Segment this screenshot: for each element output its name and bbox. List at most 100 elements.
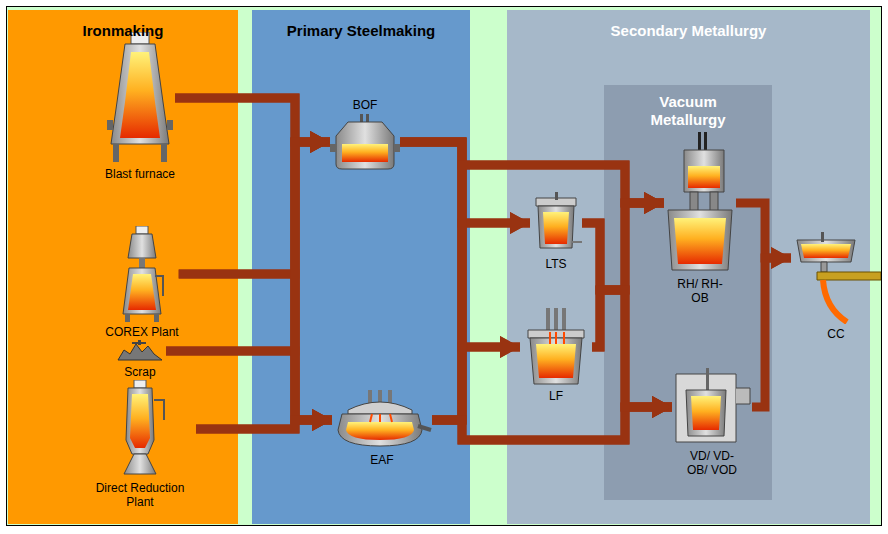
flow-arrow	[179, 274, 332, 420]
equipment-node: Blast furnace	[105, 32, 175, 181]
equipment-label: CC	[827, 327, 844, 341]
icon-part	[538, 206, 574, 248]
icon-part	[161, 144, 167, 162]
icon-part	[139, 258, 145, 268]
flow-arrow	[400, 142, 664, 203]
icon-part	[330, 144, 336, 152]
icon-part	[136, 226, 148, 234]
icon-part	[120, 52, 160, 138]
icon-part	[821, 232, 824, 242]
icon-part	[124, 454, 156, 474]
band-heading: Vacuum Metallurgy	[633, 93, 743, 129]
equipment-node: BOF	[330, 98, 400, 170]
icon-part	[118, 344, 162, 360]
icon-part	[823, 280, 847, 322]
stage-band: Secondary MetallurgyLTSLFVacuum Metallur…	[507, 10, 870, 524]
icon-part	[562, 308, 566, 332]
icon-part	[107, 120, 113, 130]
flow-arrow	[166, 351, 332, 420]
icon-part	[128, 234, 156, 258]
icon-part	[550, 332, 564, 344]
icon-part	[536, 344, 576, 378]
icon-part	[706, 368, 709, 390]
icon-part	[543, 212, 569, 244]
icon-part	[336, 122, 394, 169]
icon-part	[817, 272, 881, 280]
flow-arrow	[175, 98, 332, 420]
equipment-node: EAF	[332, 390, 432, 467]
equipment-icon	[520, 308, 592, 386]
stage-band: Primary SteelmakingBOF EAF	[252, 10, 470, 524]
flow-arrow	[175, 98, 330, 142]
icon-part	[801, 244, 851, 258]
icon-part	[555, 192, 558, 200]
equipment-label: LF	[549, 389, 563, 403]
icon-part	[686, 390, 726, 436]
band-heading: Primary Steelmaking	[252, 22, 470, 40]
icon-part	[704, 132, 707, 152]
flow-arrow	[432, 165, 664, 420]
equipment-icon	[112, 380, 168, 478]
icon-part	[370, 414, 392, 422]
stage-band: Vacuum MetallurgyRH/ RH-OB VD/ VD-OB/ VOD	[604, 85, 772, 500]
equipment-icon	[530, 192, 582, 254]
equipment-label: VD/ VD-OB/ VOD	[686, 449, 738, 477]
equipment-label: Scrap	[124, 365, 155, 379]
equipment-label: RH/ RH-OB	[674, 277, 726, 305]
flow-arrow	[736, 203, 791, 258]
flow-arrow	[400, 142, 530, 223]
flow-arrow	[432, 407, 672, 440]
equipment-label: EAF	[370, 453, 393, 467]
icon-part	[688, 166, 720, 188]
icon-part	[418, 426, 431, 430]
icon-part	[134, 380, 146, 388]
flow-arrow	[432, 223, 530, 420]
flow-arrow	[752, 258, 791, 407]
icon-part	[123, 268, 161, 314]
equipment-label: Blast furnace	[105, 167, 175, 181]
icon-part	[128, 274, 156, 310]
icon-part	[154, 400, 164, 420]
icon-part	[348, 402, 412, 414]
flow-arrow	[196, 142, 330, 429]
equipment-label: BOF	[353, 98, 378, 112]
equipment-icon	[330, 114, 400, 170]
flow-arrow	[179, 142, 330, 274]
icon-part	[131, 32, 149, 44]
flow-arrow	[582, 203, 664, 290]
flow-arrow	[400, 142, 672, 440]
icon-part	[797, 240, 855, 262]
icon-part	[125, 314, 130, 322]
equipment-node: Direct Reduction Plant	[84, 380, 196, 509]
icon-part	[684, 150, 724, 192]
icon-part	[530, 338, 582, 384]
flow-arrow	[592, 290, 672, 407]
icon-part	[155, 276, 163, 296]
flow-arrow	[400, 142, 520, 347]
equipment-icon	[332, 390, 432, 450]
icon-part	[167, 120, 173, 130]
icon-part	[113, 144, 119, 162]
equipment-node: RH/ RH-OB	[664, 132, 736, 305]
icon-part	[674, 218, 726, 264]
equipment-node: CC	[791, 232, 881, 341]
flow-arrow	[166, 142, 330, 351]
equipment-icon	[791, 232, 881, 324]
icon-part	[691, 396, 721, 430]
flow-arrow	[582, 223, 672, 407]
equipment-node: LTS	[530, 192, 582, 271]
icon-part	[346, 422, 414, 440]
equipment-node: VD/ VD-OB/ VOD	[672, 368, 752, 477]
equipment-label: LTS	[545, 257, 566, 271]
icon-part	[554, 308, 558, 332]
icon-part	[154, 314, 159, 322]
equipment-label: COREX Plant	[105, 325, 178, 339]
equipment-icon	[105, 32, 175, 164]
stage-band: IronmakingBlast furnaceCOREX PlantScrapD…	[8, 10, 238, 524]
equipment-icon	[119, 226, 165, 322]
flow-arrow	[432, 347, 520, 420]
icon-part	[132, 342, 146, 344]
icon-part	[338, 414, 422, 446]
icon-part	[546, 308, 550, 332]
